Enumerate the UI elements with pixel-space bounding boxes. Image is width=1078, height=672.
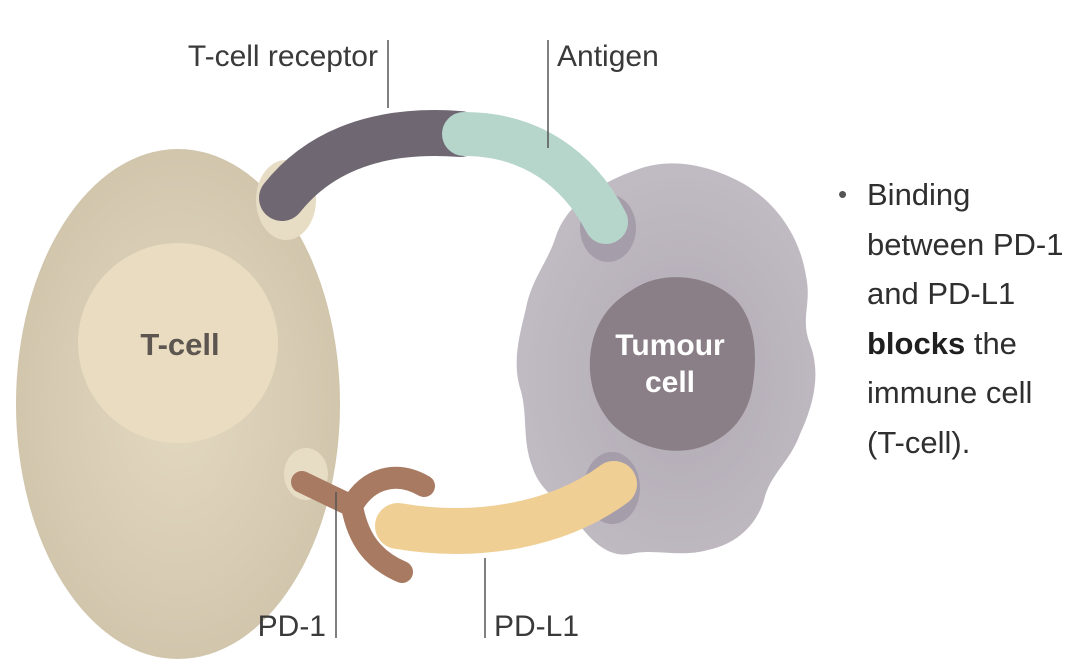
bullet-line-4: blocks the <box>867 319 1073 369</box>
bold-blocks: blocks <box>867 325 966 361</box>
pd-1 <box>291 466 435 583</box>
bullet-line-3: and PD-L1 <box>867 276 1016 311</box>
tumour-cell-nucleus <box>589 277 755 451</box>
bullet-line-2: between PD-1 <box>867 226 1064 262</box>
tumour-cell: Tumour cell <box>516 163 816 555</box>
pd-l1 <box>375 461 637 554</box>
t-cell-label: T-cell <box>140 327 219 362</box>
t-cell-receptor <box>259 110 483 221</box>
tumour-label-line1: Tumour <box>615 329 725 362</box>
tcr-label: T-cell receptor <box>188 40 378 73</box>
bullet-icon: • <box>838 179 848 209</box>
explanation-bullet: • Binding between PD-1 and PD-L1 blocks … <box>838 170 1073 467</box>
antigen-label: Antigen <box>557 40 659 73</box>
bullet-line-6: (T-cell). <box>867 424 971 460</box>
pdl1-label: PD-L1 <box>494 610 579 643</box>
tumour-label-line2: cell <box>645 366 695 399</box>
antigen <box>442 112 628 244</box>
bullet-line-4-rest: the <box>965 325 1017 361</box>
bullet-line-1: Binding <box>867 177 971 212</box>
t-cell-nucleus <box>78 243 278 443</box>
t-cell: T-cell <box>16 149 340 659</box>
bullet-line-5: immune cell <box>867 375 1033 410</box>
pd1-label: PD-1 <box>258 610 326 643</box>
bullet-text: Binding between PD-1 and PD-L1 blocks th… <box>867 170 1073 467</box>
